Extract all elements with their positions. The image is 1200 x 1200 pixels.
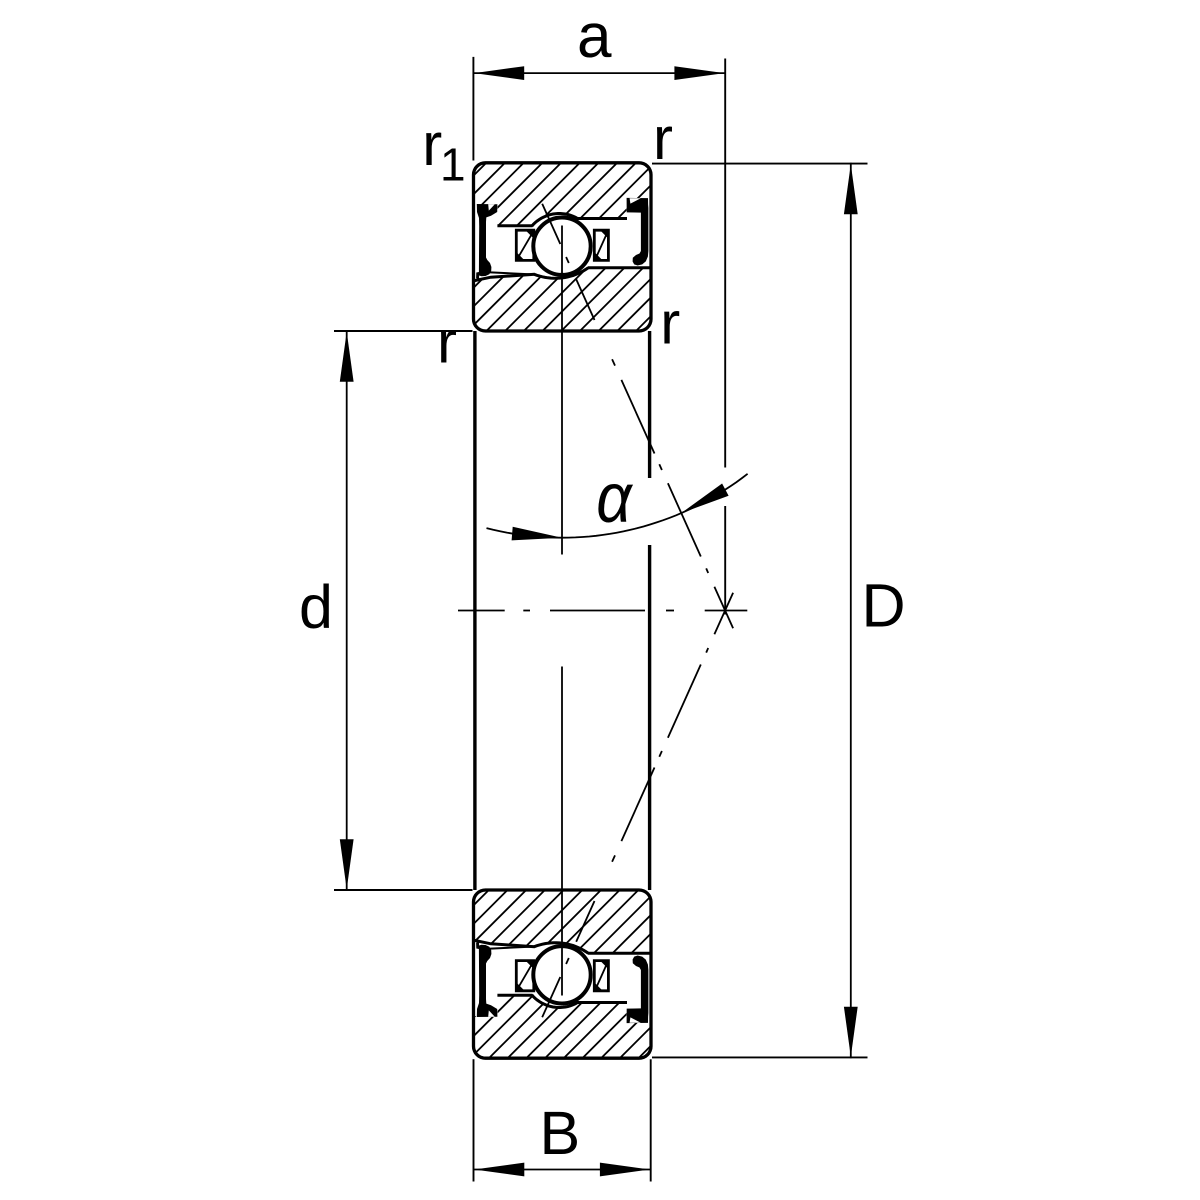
svg-text:d: d bbox=[299, 573, 333, 641]
svg-text:r: r bbox=[422, 111, 442, 178]
svg-text:α: α bbox=[596, 459, 633, 538]
svg-text:1: 1 bbox=[440, 139, 466, 191]
svg-text:D: D bbox=[862, 571, 906, 639]
svg-text:a: a bbox=[577, 2, 612, 71]
svg-text:r: r bbox=[437, 308, 457, 375]
svg-text:B: B bbox=[540, 1099, 581, 1167]
svg-text:r: r bbox=[660, 290, 680, 357]
svg-text:r: r bbox=[653, 105, 673, 172]
